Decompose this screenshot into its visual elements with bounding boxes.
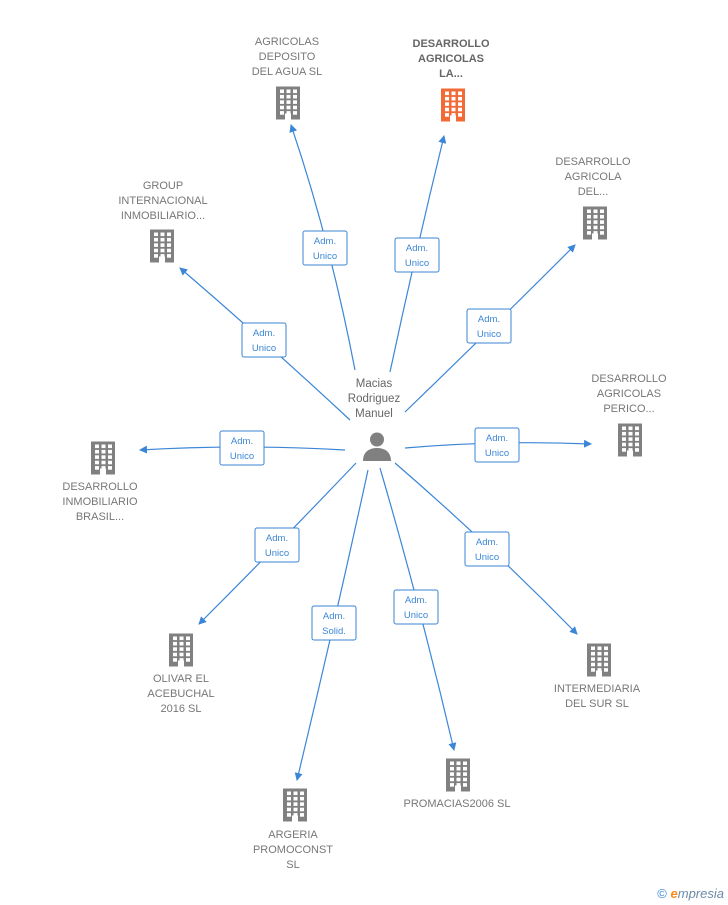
role-text: Adm. xyxy=(405,595,427,606)
role-text: Unico xyxy=(477,329,501,340)
role-badge[interactable]: Adm. Unico xyxy=(241,322,287,358)
company-name-line: ARGERIA xyxy=(268,829,318,841)
company-node-desarrollo-inmobiliario-brasil[interactable]: DESARROLLO INMOBILIARIO BRASIL... xyxy=(62,441,138,524)
company-name-line: PERICO... xyxy=(603,403,654,415)
company-name-line: INTERMEDIARIA xyxy=(554,683,641,695)
building-icon xyxy=(150,229,174,263)
company-name-line: AGRICOLAS xyxy=(418,53,484,65)
company-node-argeria-promoconst[interactable]: ARGERIA PROMOCONST SL xyxy=(253,788,333,872)
role-text: Adm. xyxy=(476,537,498,548)
role-text: Unico xyxy=(313,251,337,262)
role-badge[interactable]: Adm. Unico xyxy=(394,237,440,273)
role-badge[interactable]: Adm. Unico xyxy=(464,531,510,567)
company-node-desarrollo-agricolas-la[interactable]: DESARROLLO AGRICOLAS LA... xyxy=(413,38,490,122)
building-icon xyxy=(618,423,642,457)
company-name-line: INMOBILIARIO... xyxy=(121,210,205,222)
role-text: Adm. xyxy=(323,611,345,622)
role-badge[interactable]: Adm. Unico xyxy=(466,308,512,344)
brand-name: mpresia xyxy=(677,886,724,901)
building-icon xyxy=(169,633,193,667)
role-text: Adm. xyxy=(406,243,428,254)
company-name-line: PROMACIAS2006 SL xyxy=(404,798,511,810)
brand-initial: e xyxy=(670,886,678,901)
company-name-line: AGRICOLAS xyxy=(597,388,661,400)
company-name-line: DEL... xyxy=(578,186,609,198)
building-icon xyxy=(441,88,465,122)
role-text: Unico xyxy=(404,610,428,621)
company-name-line: DEL AGUA SL xyxy=(252,66,323,78)
role-text: Unico xyxy=(485,448,509,459)
center-person[interactable]: Macias Rodriguez Manuel xyxy=(348,378,401,461)
company-name-line: LA... xyxy=(439,68,463,80)
company-name-line: INMOBILIARIO xyxy=(62,496,138,508)
role-text: Unico xyxy=(405,258,429,269)
building-icon xyxy=(276,86,300,120)
role-text: Adm. xyxy=(266,533,288,544)
nodes-layer: AGRICOLAS DEPOSITO DEL AGUA SL DESARROLLO AG… xyxy=(62,36,667,871)
role-text: Unico xyxy=(230,451,254,462)
role-badge[interactable]: Adm. Unico xyxy=(302,230,348,266)
company-node-desarrollo-agricolas-perico[interactable]: DESARROLLO AGRICOLAS PERICO... xyxy=(591,373,667,457)
role-badge[interactable]: Adm. Unico xyxy=(393,589,439,625)
building-icon xyxy=(587,643,611,677)
company-name-line: DEL SUR SL xyxy=(565,698,629,710)
role-text: Unico xyxy=(265,548,289,559)
role-text: Unico xyxy=(252,343,276,354)
company-name-line: DESARROLLO xyxy=(413,38,490,50)
role-text: Unico xyxy=(475,552,499,563)
role-badge[interactable]: Adm. Unico xyxy=(254,527,300,563)
company-name-line: DEPOSITO xyxy=(259,51,316,63)
company-name-line: AGRICOLAS xyxy=(255,36,319,48)
company-name-line: BRASIL... xyxy=(76,511,124,523)
role-text: Solid. xyxy=(322,626,346,637)
person-name-line: Macias xyxy=(356,378,393,390)
company-name-line: OLIVAR EL xyxy=(153,673,209,685)
role-text: Adm. xyxy=(486,433,508,444)
company-node-olivar-el-acebuchal[interactable]: OLIVAR EL ACEBUCHAL 2016 SL xyxy=(147,633,215,716)
building-icon xyxy=(446,758,470,792)
company-node-intermediaria-del-sur[interactable]: INTERMEDIARIA DEL SUR SL xyxy=(554,643,641,711)
company-name-line: DESARROLLO xyxy=(62,481,138,493)
company-name-line: SL xyxy=(286,859,299,871)
company-node-promacias2006[interactable]: PROMACIAS2006 SL xyxy=(404,758,511,811)
company-name-line: AGRICOLA xyxy=(565,171,623,183)
company-name-line: INTERNACIONAL xyxy=(118,195,207,207)
edges-layer: Adm.UnicoAdm.UnicoAdm.UnicoAdm.UnicoAdm.… xyxy=(139,124,592,781)
building-icon xyxy=(583,206,607,240)
building-icon xyxy=(283,788,307,822)
empresia-logo[interactable]: © empresia xyxy=(657,886,724,901)
company-name-line: GROUP xyxy=(143,180,183,192)
copyright-symbol: © xyxy=(657,886,667,901)
role-badge[interactable]: Adm. Unico xyxy=(219,430,265,466)
building-icon xyxy=(91,441,115,475)
company-node-agricolas-deposito[interactable]: AGRICOLAS DEPOSITO DEL AGUA SL xyxy=(252,36,323,120)
role-badge[interactable]: Adm. Solid. xyxy=(311,605,357,641)
person-name-line: Manuel xyxy=(355,408,393,420)
role-text: Adm. xyxy=(231,436,253,447)
role-text: Adm. xyxy=(314,236,336,247)
company-name-line: DESARROLLO xyxy=(591,373,667,385)
role-badge[interactable]: Adm. Unico xyxy=(474,427,520,463)
role-text: Adm. xyxy=(253,328,275,339)
company-name-line: ACEBUCHAL xyxy=(147,688,214,700)
person-name-line: Rodriguez xyxy=(348,393,401,405)
company-name-line: DESARROLLO xyxy=(555,156,631,168)
company-node-group-internacional[interactable]: GROUP INTERNACIONAL INMOBILIARIO... xyxy=(118,180,208,263)
role-text: Adm. xyxy=(478,314,500,325)
company-node-desarrollo-agricola-del[interactable]: DESARROLLO AGRICOLA DEL... xyxy=(555,156,631,240)
person-icon xyxy=(363,432,391,461)
company-name-line: 2016 SL xyxy=(161,703,202,715)
company-name-line: PROMOCONST xyxy=(253,844,333,856)
